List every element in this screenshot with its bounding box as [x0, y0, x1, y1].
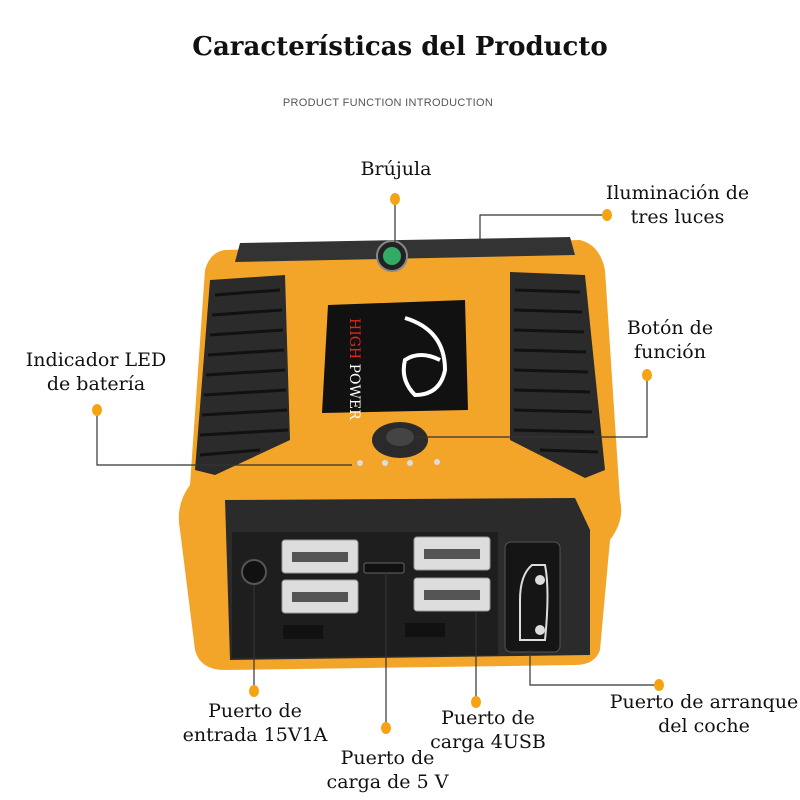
callout-dot-5v — [381, 722, 391, 734]
callout-dot-lights — [602, 209, 612, 221]
label-compass: Brújula — [360, 158, 432, 180]
callout-dot-4usb — [471, 696, 481, 708]
callout-dot-battery-led — [92, 404, 102, 416]
label-input-port: Puerto de entrada 15V1A — [170, 699, 340, 747]
page-subtitle: PRODUCT FUNCTION INTRODUCTION — [282, 97, 494, 109]
label-line: carga de 5 V — [326, 771, 449, 793]
logo-panel — [322, 300, 468, 413]
label-line: Puerto de — [208, 700, 302, 722]
label-line: Puerto de — [340, 747, 435, 769]
label-line: tres luces — [630, 206, 725, 228]
label-battery-led: Indicador LED de batería — [20, 348, 172, 396]
label-line: función — [634, 341, 706, 363]
callout-dot-compass — [390, 193, 400, 205]
right-grip — [510, 272, 605, 478]
label-charge-4usb: Puerto de carga 4USB — [418, 706, 558, 754]
callout-dot-input — [249, 685, 259, 697]
label-line: carga 4USB — [430, 731, 546, 753]
label-line: Botón de — [626, 317, 714, 339]
label-line: Iluminación de — [605, 182, 750, 204]
label-line: Puerto de — [441, 707, 535, 729]
label-car-start: Puerto de arranque del coche — [606, 690, 800, 738]
label-lights: Iluminación de tres luces — [595, 181, 760, 229]
callout-dot-car-start — [654, 679, 664, 691]
callout-dot-function — [642, 369, 652, 381]
label-line: del coche — [658, 715, 750, 737]
label-line: Indicador LED — [25, 349, 167, 371]
label-line: de batería — [46, 373, 146, 395]
label-line: entrada 15V1A — [182, 724, 328, 746]
micro-usb-port — [363, 562, 405, 574]
page-title: Características del Producto — [192, 32, 608, 62]
battery-leds — [357, 459, 440, 466]
car-start-port — [504, 541, 561, 653]
left-grip — [195, 275, 290, 475]
label-charge-5v: Puerto de carga de 5 V — [315, 746, 460, 794]
label-line: Puerto de arranque — [609, 691, 799, 713]
label-function-button: Botón de función — [610, 316, 730, 364]
svg-text:HIGH POWER: HIGH POWER — [346, 318, 362, 420]
